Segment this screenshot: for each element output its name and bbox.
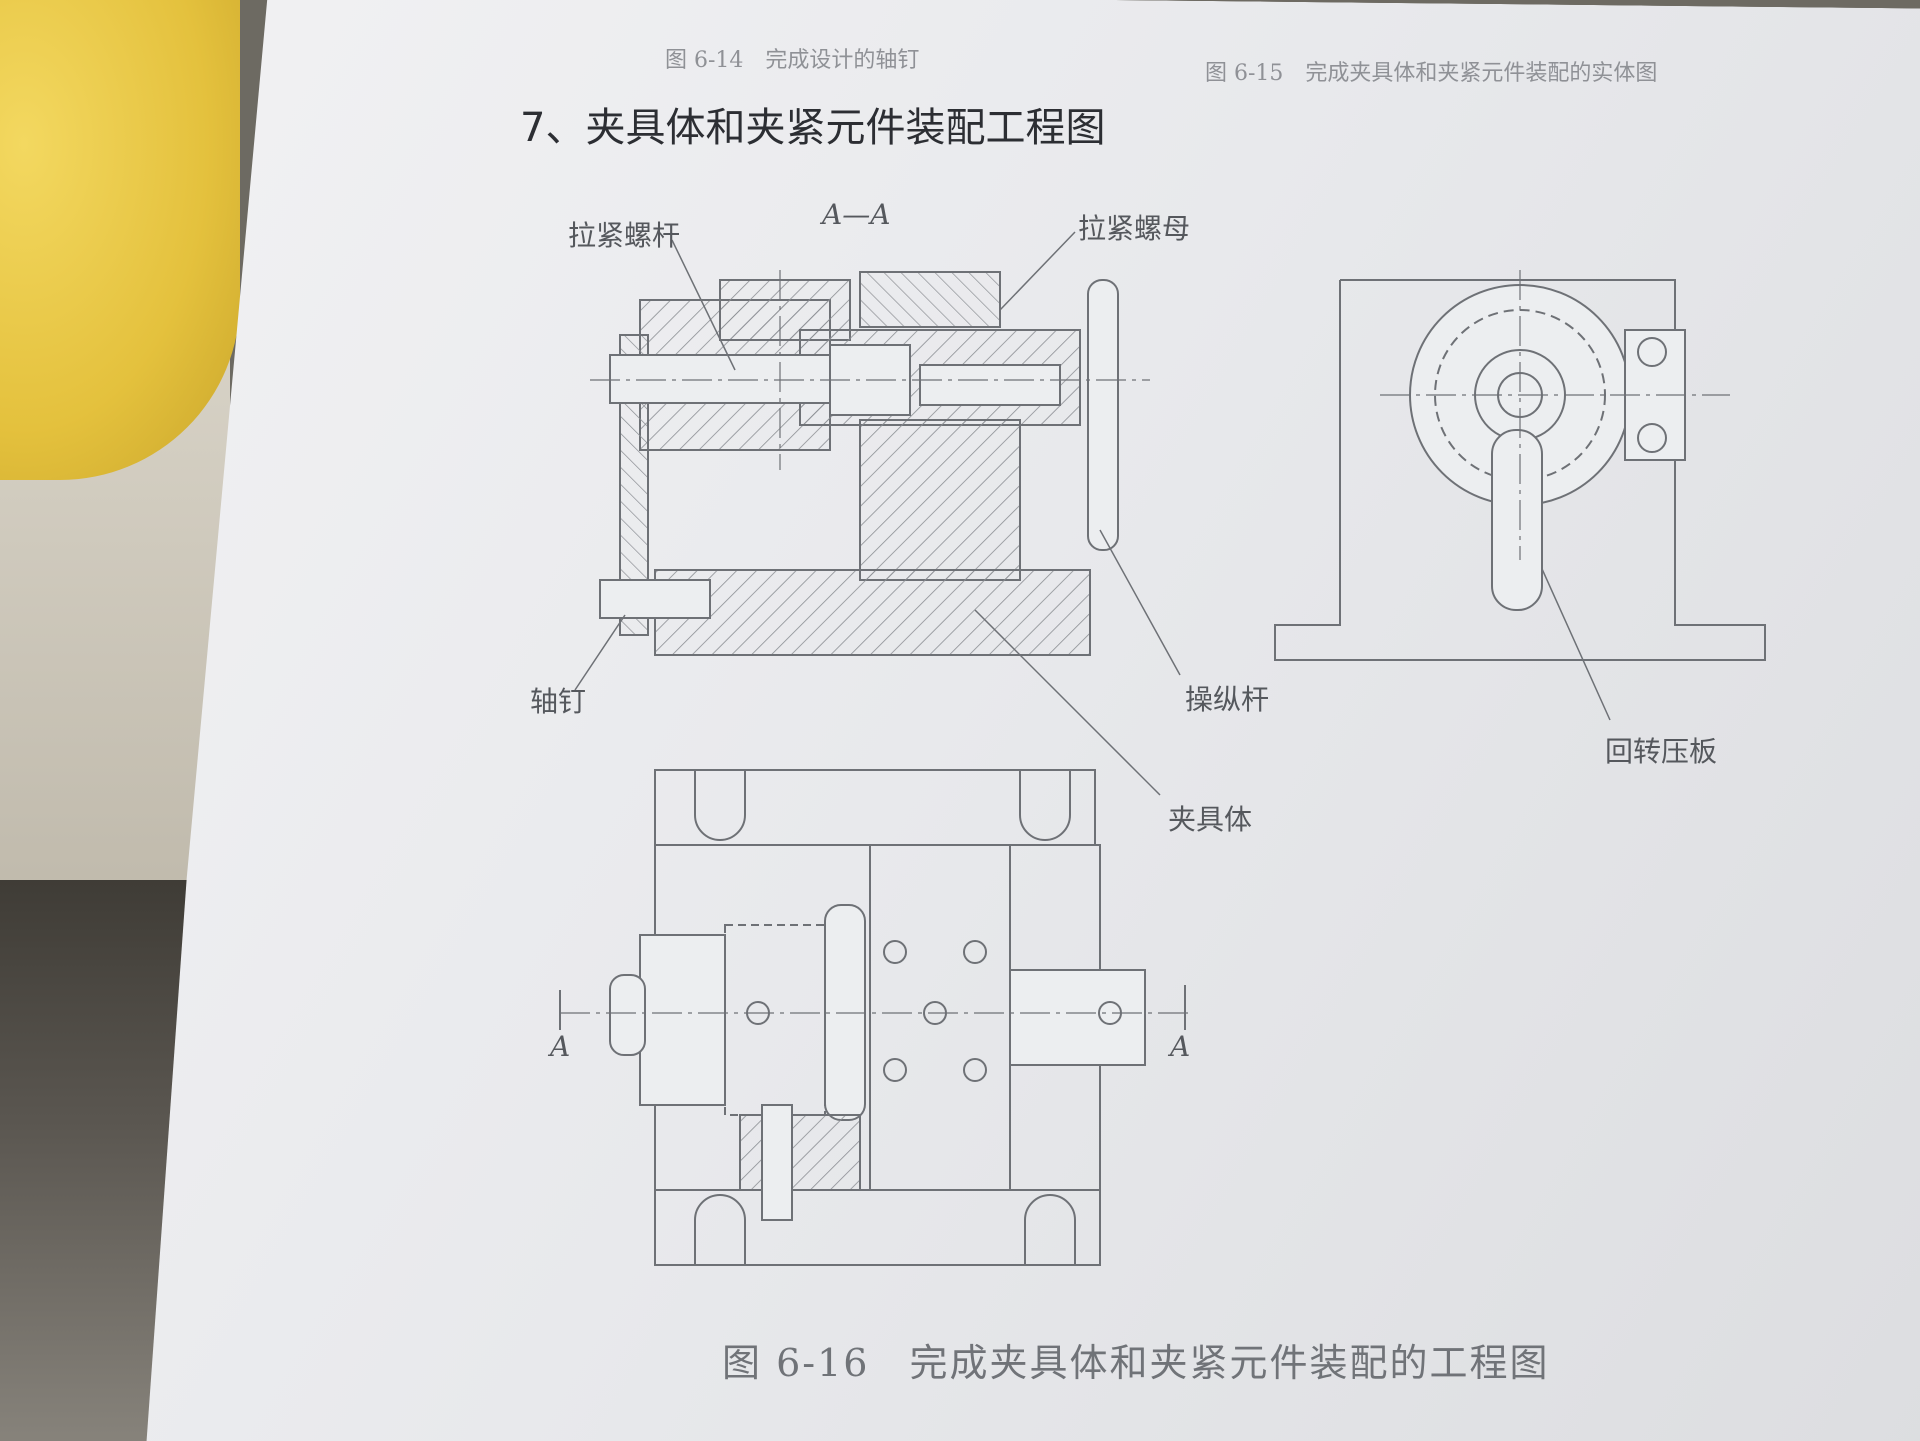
caption-fig-6-15: 图 6-15 完成夹具体和夹紧元件装配的实体图 bbox=[1205, 61, 1658, 86]
section-title: 7、夹具体和夹紧元件装配工程图 bbox=[520, 105, 1106, 151]
label-a-right: A bbox=[1170, 1030, 1191, 1063]
label-tension-nut: 拉紧螺母 bbox=[1078, 212, 1191, 245]
label-pivot-pin: 轴钉 bbox=[530, 685, 587, 718]
label-tension-bolt: 拉紧螺杆 bbox=[568, 219, 681, 252]
label-a-left: A bbox=[550, 1030, 571, 1063]
plan-view bbox=[559, 769, 1190, 1266]
label-lever: 操纵杆 bbox=[1185, 683, 1270, 716]
section-view-a-a bbox=[590, 270, 1150, 656]
label-fixture-body: 夹具体 bbox=[1168, 803, 1253, 836]
caption-fig-6-14: 图 6-14 完成设计的轴钉 bbox=[665, 48, 920, 73]
label-section-a-a: A—A bbox=[822, 198, 891, 231]
side-view bbox=[1274, 270, 1766, 661]
figure-caption: 图 6-16 完成夹具体和夹紧元件装配的工程图 bbox=[722, 1341, 1550, 1385]
label-rotary-plate: 回转压板 bbox=[1605, 735, 1718, 768]
leader-lines bbox=[574, 231, 1611, 796]
yellow-object bbox=[0, 0, 240, 480]
